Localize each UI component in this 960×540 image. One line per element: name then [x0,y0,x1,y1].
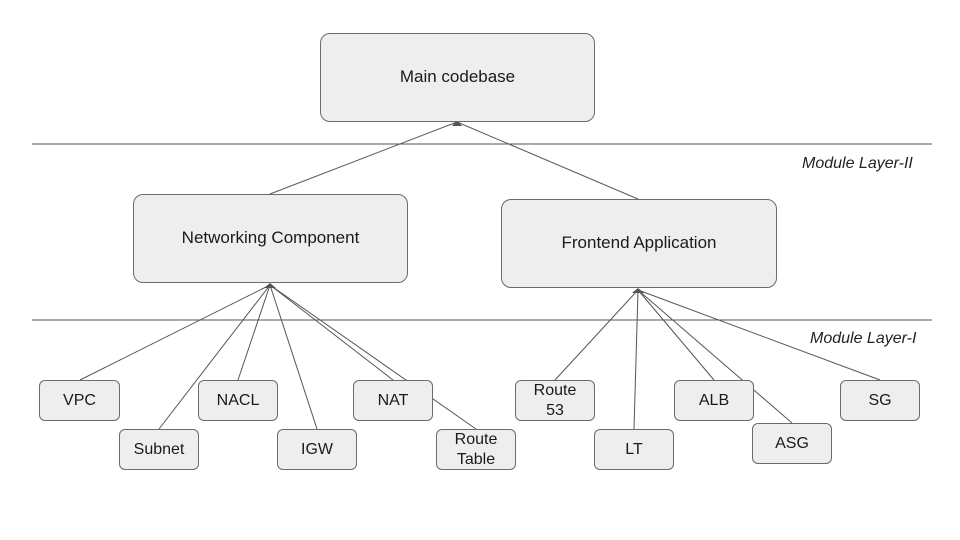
arrowhead-networking [264,283,276,288]
edge-nacl-networking [237,284,271,381]
layer-label-module-layer-ii: Module Layer-II [802,155,913,172]
node-frontend-application: Frontend Application [501,199,777,288]
node-route-53: Route 53 [515,380,595,421]
arrowhead-frontend [632,288,644,293]
node-main-codebase: Main codebase [320,33,595,122]
node-sg: SG [840,380,920,421]
node-lt: LT [594,429,674,470]
node-igw: IGW [277,429,357,470]
edge-nat-networking [269,284,394,381]
node-networking-component: Networking Component [133,194,408,283]
node-subnet: Subnet [119,429,199,470]
node-alb: ALB [674,380,754,421]
node-nacl: NACL [198,380,278,421]
edge-vpc-networking [79,284,271,381]
node-vpc: VPC [39,380,120,421]
edge-route53-frontend [554,289,639,381]
node-asg: ASG [752,423,832,464]
layer-label-module-layer-i: Module Layer-I [810,330,917,347]
node-nat: NAT [353,380,433,421]
node-route-table: Route Table [436,429,516,470]
edge-lt-frontend [633,289,639,430]
edge-networking-main [269,121,458,195]
edge-alb-frontend [637,289,715,381]
edge-frontend-main [456,121,639,200]
